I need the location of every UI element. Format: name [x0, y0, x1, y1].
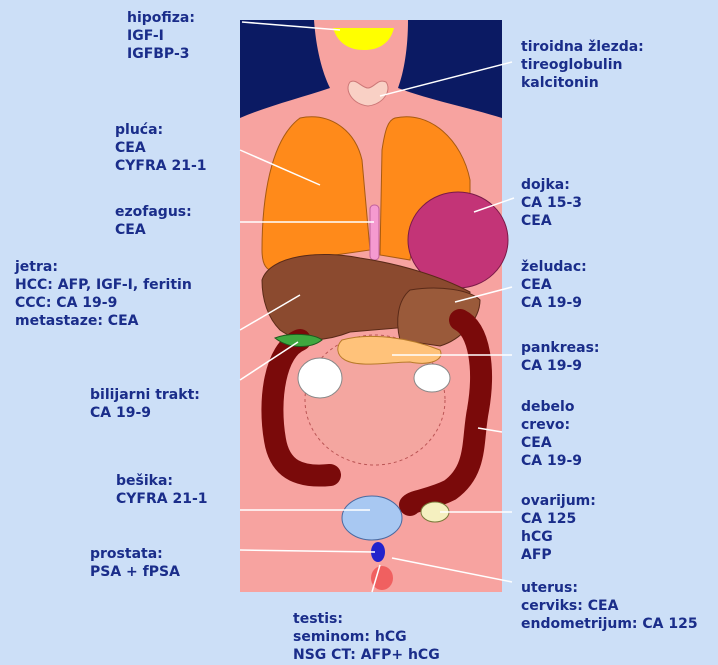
label-tiroidna: tiroidna žlezda: tireoglobulin kalcitoni…: [521, 38, 644, 92]
label-line: HCC: AFP, IGF-I, feritin: [15, 276, 192, 294]
label-line: ezofagus:: [115, 203, 192, 221]
label-line: kalcitonin: [521, 74, 644, 92]
label-line: CEA: [521, 434, 582, 452]
esophagus: [370, 205, 379, 260]
label-line: testis:: [293, 610, 440, 628]
label-uterus: uterus: cerviks: CEA endometrijum: CA 12…: [521, 579, 698, 633]
label-pankreas: pankreas: CA 19-9: [521, 339, 600, 375]
label-line: tiroidna žlezda:: [521, 38, 644, 56]
label-testis: testis: seminom: hCG NSG CT: AFP+ hCG: [293, 610, 440, 664]
label-line: bešika:: [116, 472, 208, 490]
kidney-left: [298, 358, 342, 398]
label-line: pankreas:: [521, 339, 600, 357]
label-debelo: debelo crevo: CEA CA 19-9: [521, 398, 582, 470]
label-line: CA 19-9: [521, 357, 600, 375]
label-pluca: pluća: CEA CYFRA 21-1: [115, 121, 207, 175]
label-ezofagus: ezofagus: CEA: [115, 203, 192, 239]
label-line: CYFRA 21-1: [115, 157, 207, 175]
label-line: pluća:: [115, 121, 207, 139]
label-line: hipofiza:: [127, 9, 195, 27]
label-prostata: prostata: PSA + fPSA: [90, 545, 180, 581]
label-line: hCG: [521, 528, 596, 546]
label-line: cerviks: CEA: [521, 597, 698, 615]
label-line: IGF-I: [127, 27, 195, 45]
label-hipofiza: hipofiza: IGF-I IGFBP-3: [127, 9, 195, 63]
label-zeludac: želudac: CEA CA 19-9: [521, 258, 587, 312]
label-line: NSG CT: AFP+ hCG: [293, 646, 440, 664]
label-line: tireoglobulin: [521, 56, 644, 74]
label-line: CYFRA 21-1: [116, 490, 208, 508]
label-line: CCC: CA 19-9: [15, 294, 192, 312]
label-line: dojka:: [521, 176, 582, 194]
label-line: uterus:: [521, 579, 698, 597]
label-line: seminom: hCG: [293, 628, 440, 646]
label-jetra: jetra: HCC: AFP, IGF-I, feritin CCC: CA …: [15, 258, 192, 330]
label-line: CEA: [521, 212, 582, 230]
label-line: jetra:: [15, 258, 192, 276]
label-line: CA 125: [521, 510, 596, 528]
label-line: PSA + fPSA: [90, 563, 180, 581]
label-line: debelo: [521, 398, 582, 416]
label-dojka: dojka: CA 15-3 CEA: [521, 176, 582, 230]
label-line: endometrijum: CA 125: [521, 615, 698, 633]
bladder: [342, 496, 402, 540]
label-line: bilijarni trakt:: [90, 386, 200, 404]
label-line: prostata:: [90, 545, 180, 563]
label-line: CA 19-9: [521, 452, 582, 470]
label-line: CA 19-9: [521, 294, 587, 312]
kidney-right: [414, 364, 450, 392]
label-line: CEA: [115, 139, 207, 157]
label-line: crevo:: [521, 416, 582, 434]
label-ovarijum: ovarijum: CA 125 hCG AFP: [521, 492, 596, 564]
label-line: CA 19-9: [90, 404, 200, 422]
label-line: AFP: [521, 546, 596, 564]
label-line: metastaze: CEA: [15, 312, 192, 330]
label-besika: bešika: CYFRA 21-1: [116, 472, 208, 508]
label-line: želudac:: [521, 258, 587, 276]
label-line: ovarijum:: [521, 492, 596, 510]
label-bilijarni: bilijarni trakt: CA 19-9: [90, 386, 200, 422]
label-line: CEA: [115, 221, 192, 239]
label-line: CEA: [521, 276, 587, 294]
label-line: CA 15-3: [521, 194, 582, 212]
label-line: IGFBP-3: [127, 45, 195, 63]
